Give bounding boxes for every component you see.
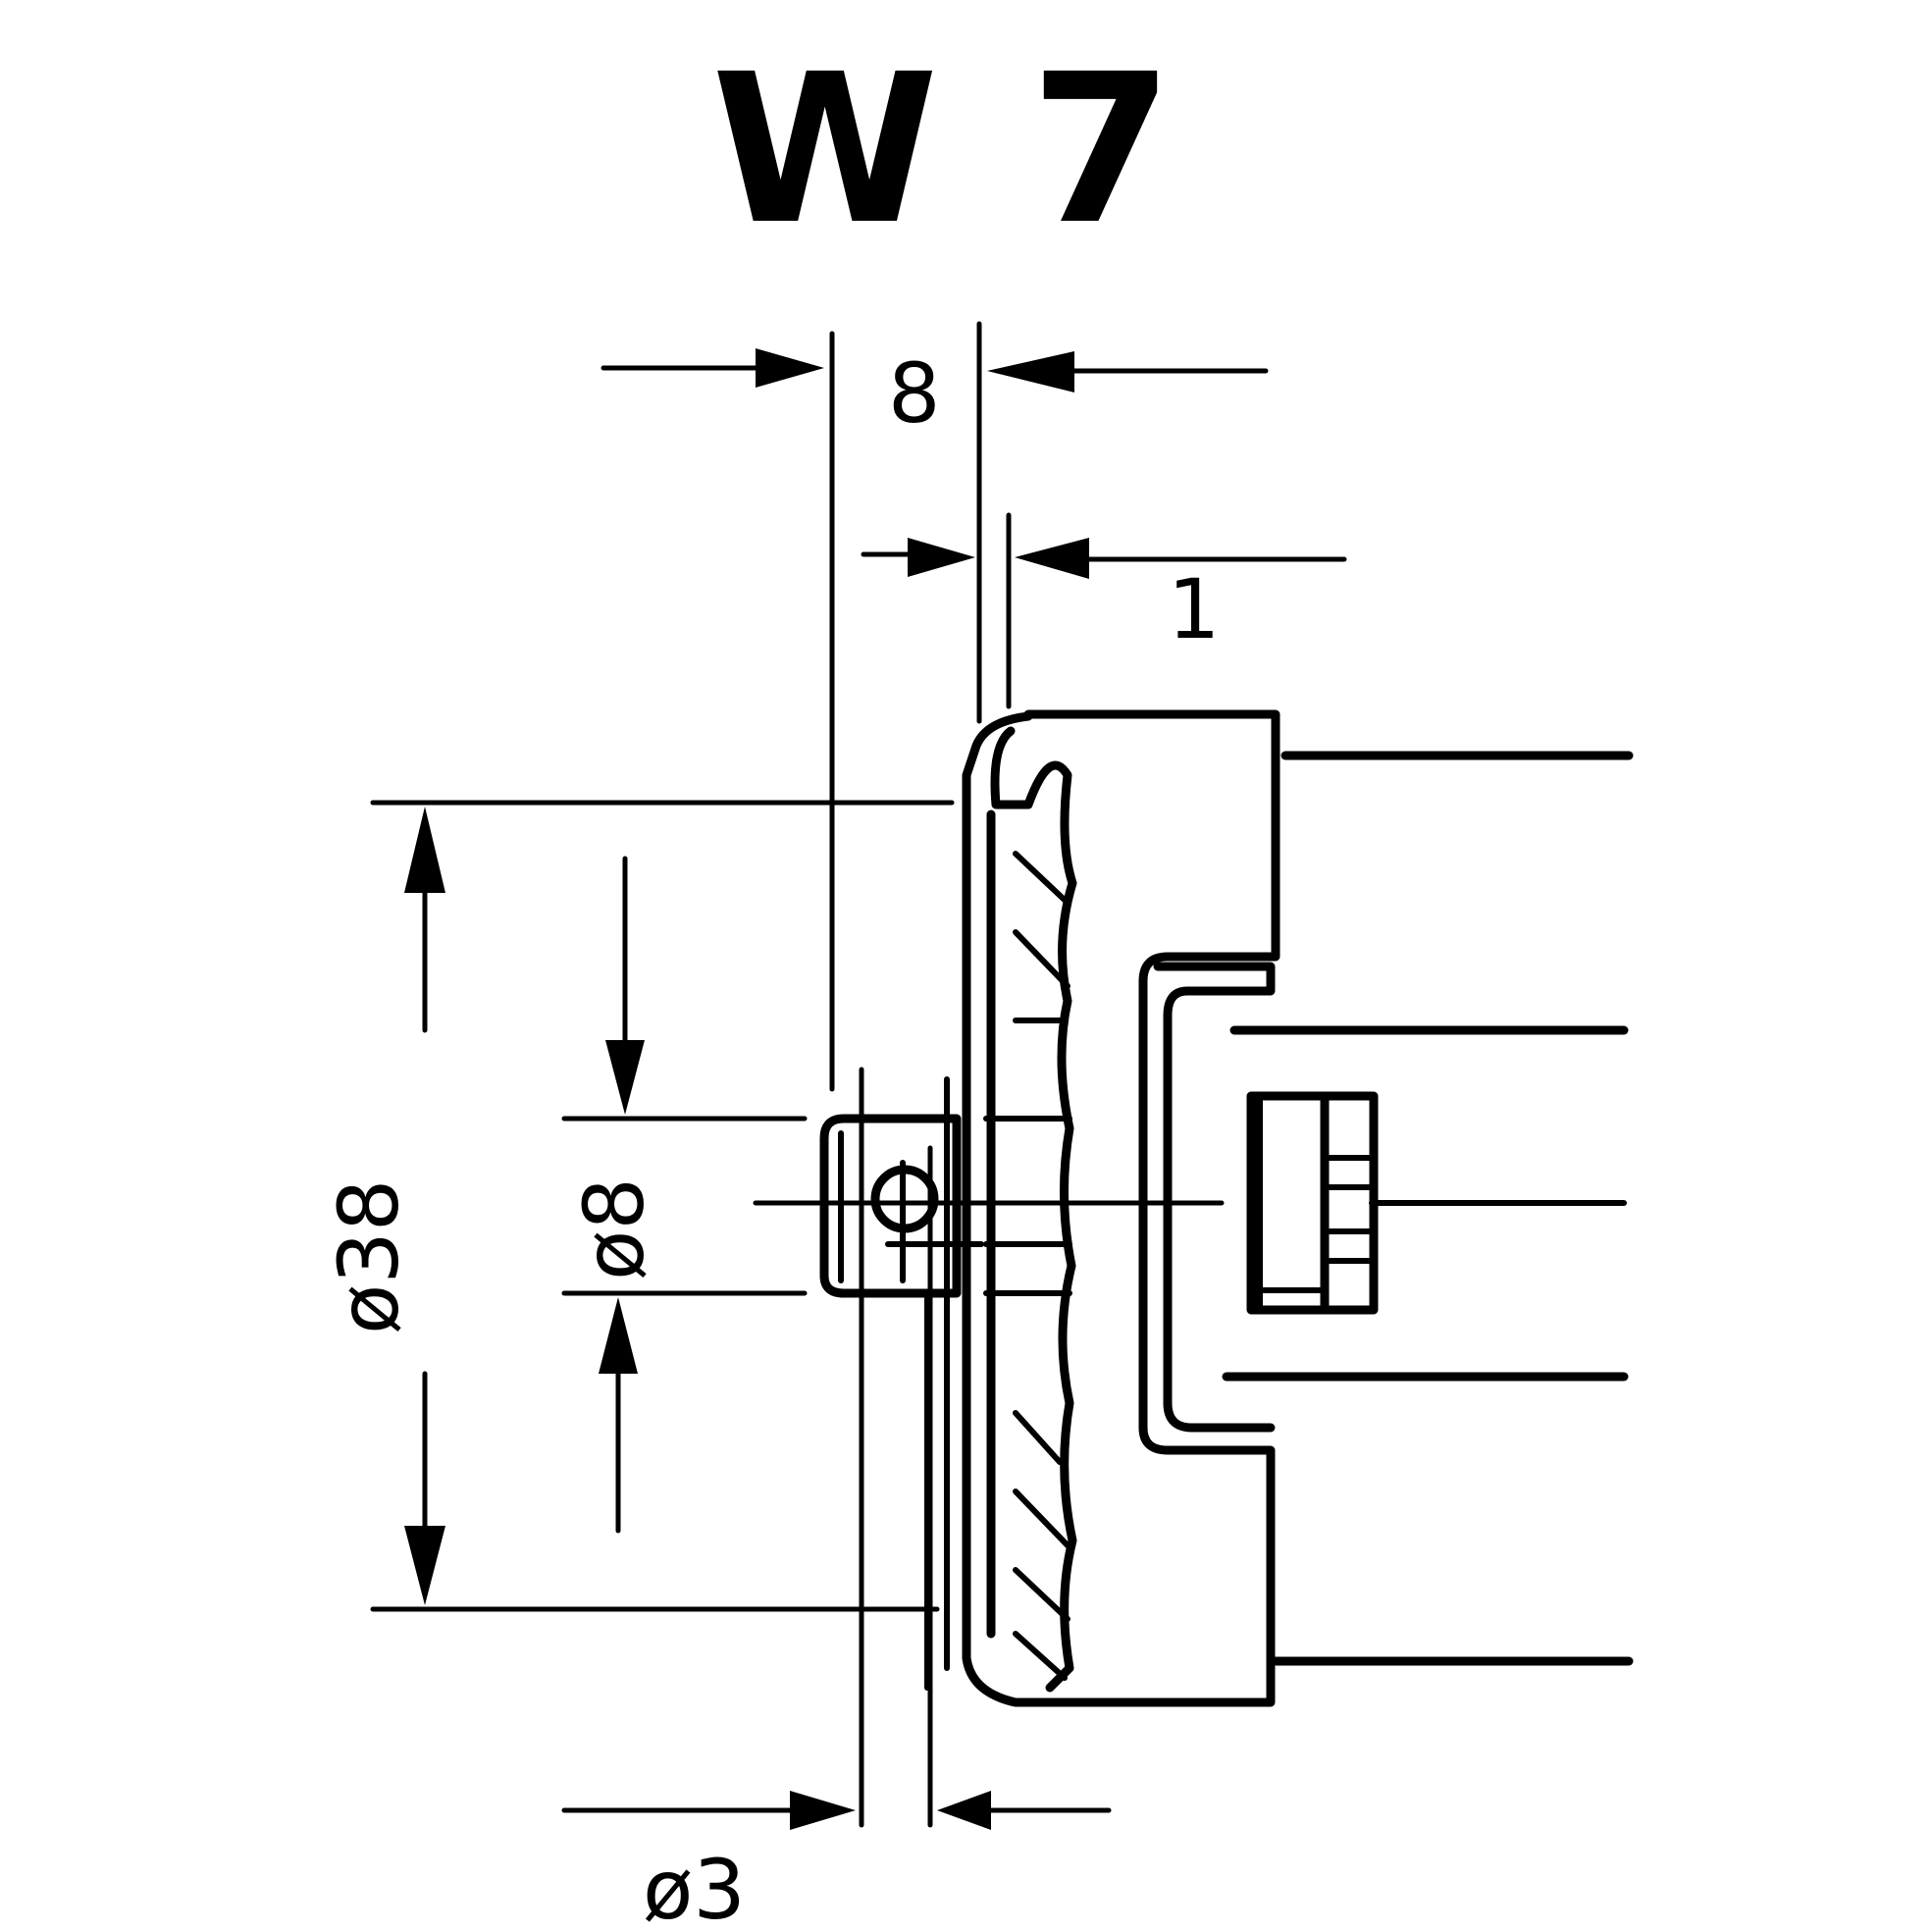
- dimension-dia-8: ø8: [561, 856, 808, 1534]
- dimension-1: 1: [861, 512, 1347, 709]
- key-block: [1246, 1091, 1379, 1315]
- housing-body: [1023, 709, 1634, 1707]
- pin-hub: [819, 1076, 984, 1691]
- dimension-8: 8: [600, 321, 1269, 1092]
- dimension-dia-38-label: ø38: [321, 1179, 417, 1334]
- dimension-dia-3-label: ø3: [643, 1842, 746, 1932]
- dimension-dia-38: ø38: [321, 800, 955, 1612]
- dimension-dia-8-label: ø8: [566, 1177, 662, 1280]
- dimension-1-label: 1: [1168, 561, 1220, 657]
- dimension-8-label: 8: [888, 345, 940, 442]
- drawing-title: W 7: [711, 29, 1183, 270]
- washer-section: [962, 711, 1077, 1707]
